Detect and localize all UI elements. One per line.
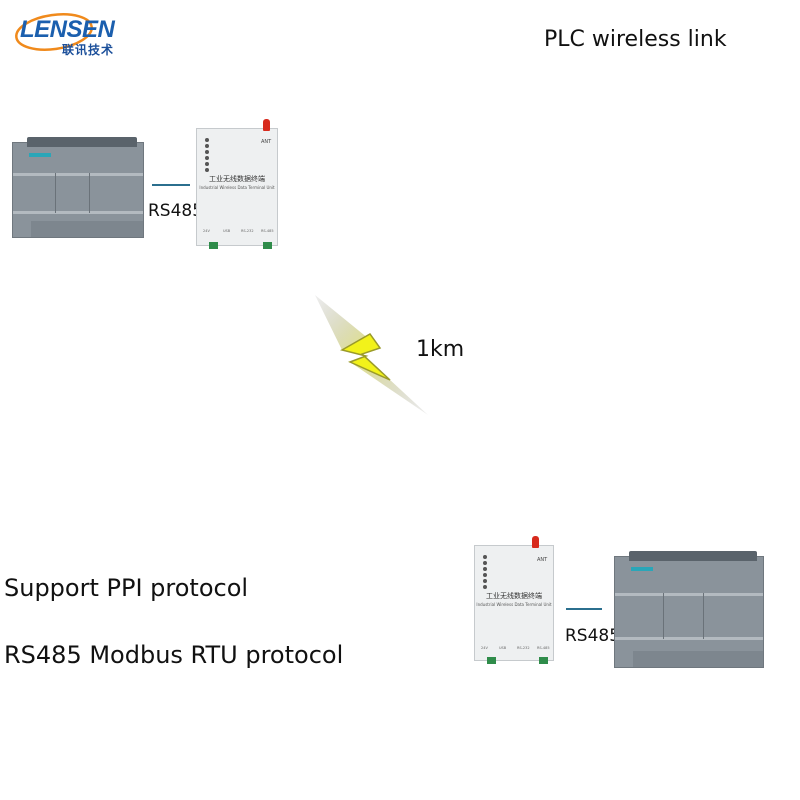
modem-cn-label: 工业无线数据终端 [209,175,265,183]
distance-label: 1km [416,337,465,362]
plc-brand-badge [631,567,653,571]
rs485-cable-bottom [566,608,602,610]
logo-subtitle-text: 联讯技术 [62,43,115,57]
terminal-block [487,657,496,664]
logo-brand-text: LENSEN [20,16,115,43]
swoosh-logo-icon [15,13,93,51]
plc-top [12,137,144,238]
plc-brand-badge [29,153,51,157]
rs485-cable-top [152,184,190,186]
modem-en-label: Industrial Wireless Data Terminal Unit [199,185,275,190]
modem-cn-label: 工业无线数据终端 [486,592,542,600]
antenna-icon [263,119,270,131]
wireless-modem-top: ANT 工业无线数据终端 Industrial Wireless Data Te… [196,119,278,249]
company-logo: LENSEN 联讯技术 [14,6,124,57]
wireless-modem-bottom: ANT 工业无线数据终端 Industrial Wireless Data Te… [474,536,554,664]
modem-en-label: Industrial Wireless Data Terminal Unit [476,602,552,607]
terminal-block [539,657,548,664]
terminal-block [209,242,218,249]
feature-modbus: RS485 Modbus RTU protocol [4,641,344,669]
plc-bottom [614,551,764,668]
rs485-label-top: RS485 [148,201,204,221]
rs485-label-bottom: RS485 [565,626,621,646]
diagram-title: PLC wireless link [544,27,727,52]
lightning-bolt-icon [315,295,428,415]
feature-ppi: Support PPI protocol [4,574,249,602]
terminal-block [263,242,272,249]
antenna-icon [532,536,539,548]
